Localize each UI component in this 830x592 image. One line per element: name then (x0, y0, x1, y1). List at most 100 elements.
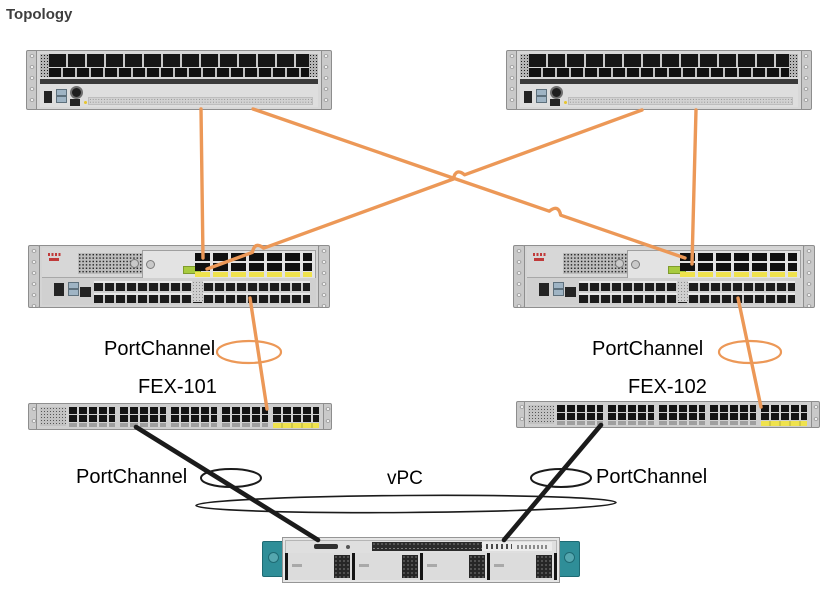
usb-port-icon (68, 289, 79, 296)
fex-port-group (608, 404, 654, 425)
cisco-logo (534, 258, 544, 261)
portchannel-label-bottom-right: PortChannel (596, 466, 708, 488)
screw-icon (146, 260, 155, 269)
server-rack-ear-icon (262, 541, 284, 577)
switch-chassis (36, 50, 322, 110)
link-nexusleft-fex101 (248, 296, 269, 411)
fex-port-group (557, 404, 603, 425)
usb-port-icon (56, 89, 67, 96)
console-port-icon (54, 283, 64, 296)
cisco-logo (48, 253, 61, 256)
ethernet-port-icon (550, 99, 560, 106)
qsfp-port-row (529, 54, 789, 67)
portchannel-label-mid-right: PortChannel (592, 338, 704, 360)
yellow-port-labels (195, 272, 312, 277)
management-panel (40, 84, 318, 107)
vent-icon (309, 54, 318, 77)
expansion-module (627, 250, 801, 279)
management-panel (520, 84, 798, 107)
ethernet-port-icon (80, 287, 91, 297)
fex-uplink-port-group (273, 406, 319, 428)
rack-ear-icon (26, 50, 38, 110)
yellow-port-labels (680, 272, 797, 277)
rack-server (262, 536, 580, 586)
portchannel-label-mid-left: PortChannel (104, 338, 216, 360)
ethernet-port-icon (70, 99, 80, 106)
rack-ear-icon (803, 245, 815, 308)
usb-port-icon (553, 289, 564, 296)
vent-icon (40, 407, 66, 426)
screw-icon (564, 552, 575, 563)
screw-icon (268, 552, 279, 563)
fex-port-group (120, 406, 166, 427)
portchannel-ellipse-mid-left (215, 339, 283, 365)
fex-uplink-port-group (761, 404, 807, 426)
expansion-module (142, 250, 316, 279)
optical-drive-slot-icon (314, 544, 338, 549)
cisco-logo (533, 253, 546, 256)
server-model-badge (482, 542, 552, 551)
rack-ear-icon (318, 245, 330, 308)
fex-port-group (222, 406, 268, 427)
link-spineleft-nexusleft (199, 107, 205, 260)
drive-bay (419, 553, 487, 580)
nexus-switch-right (513, 245, 815, 308)
drive-bay (486, 553, 554, 580)
drive-bay (352, 553, 420, 580)
led-cluster-icon (486, 544, 512, 549)
vent-icon (789, 54, 798, 77)
qsfp-port-row (49, 68, 309, 77)
module-port-row (680, 253, 797, 261)
screw-icon (615, 259, 624, 268)
model-text-smudge (517, 545, 549, 549)
portchannel-ellipse-bottom-right (530, 468, 592, 488)
usb-port-icon (56, 96, 67, 103)
server-front-panel (285, 540, 557, 554)
switch-chassis (516, 50, 802, 110)
spine-switch-left (26, 50, 332, 110)
server-rack-ear-icon (558, 541, 580, 577)
module-port-row (195, 253, 312, 261)
power-button-icon (346, 545, 350, 549)
status-led-icon (84, 101, 87, 104)
fex-chassis (524, 401, 812, 428)
qsfp-port-row (49, 54, 309, 67)
fex-port-group (171, 406, 217, 427)
console-port-icon (539, 283, 549, 296)
usb-port-icon (536, 89, 547, 96)
drive-bay (285, 553, 353, 580)
nexus-switch-left (28, 245, 330, 308)
vent-strip-icon (568, 97, 793, 105)
chassis-top-slot (42, 248, 316, 279)
portchannel-ellipse-mid-right (717, 339, 783, 365)
mgmt-port-icon (550, 86, 563, 99)
chassis-divider (520, 79, 798, 84)
vent-icon (372, 542, 484, 551)
server-chassis (282, 537, 560, 583)
fex-chassis (36, 403, 324, 430)
vent-strip-icon (88, 97, 313, 105)
chassis-top-slot (527, 248, 801, 279)
fex-port-group (710, 404, 756, 425)
qsfp-port-row (529, 68, 789, 77)
vent-icon (520, 54, 529, 77)
vpc-label: vPC (387, 468, 423, 489)
switch-chassis (39, 245, 319, 308)
fex-102-device (516, 401, 820, 428)
switch-chassis (524, 245, 804, 308)
usb-port-icon (553, 282, 564, 289)
honeycomb-vent-icon (78, 253, 142, 274)
module-port-row (195, 263, 312, 271)
console-port-icon (524, 91, 532, 103)
fex-101-device (28, 403, 332, 430)
portchannel-label-bottom-left: PortChannel (76, 466, 188, 488)
screw-icon (631, 260, 640, 269)
fex-port-group (659, 404, 705, 425)
vent-icon (528, 405, 554, 424)
rack-ear-icon (800, 50, 812, 110)
chassis-divider (40, 79, 318, 84)
link-spineright-nexusright (690, 108, 698, 266)
usb-port-icon (68, 282, 79, 289)
chassis-bottom-slot (42, 278, 316, 305)
